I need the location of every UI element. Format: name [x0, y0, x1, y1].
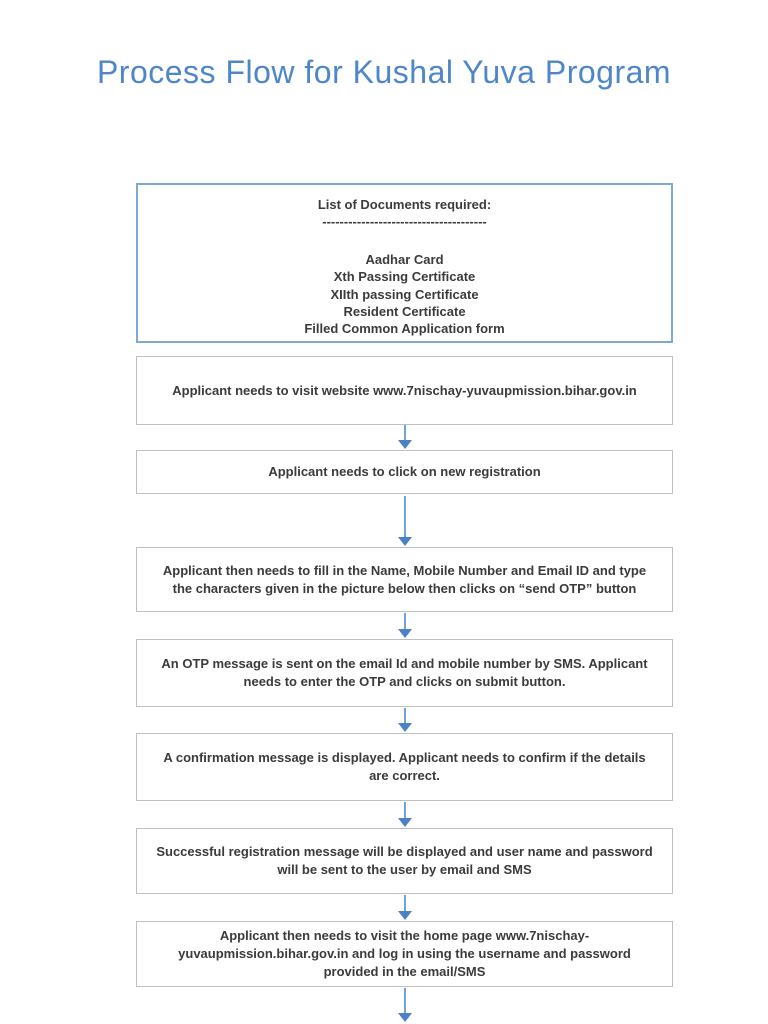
arrow-shaft — [404, 425, 406, 442]
down-arrow-icon — [398, 708, 412, 732]
flow-step-text: Applicant needs to click on new registra… — [268, 464, 541, 480]
flow-step-text: Applicant needs to visit website www.7ni… — [172, 382, 637, 398]
down-arrow-icon — [398, 895, 412, 920]
documents-divider: -------------------------------------- — [322, 213, 487, 229]
flow-step-visit-website: Applicant needs to visit website www.7ni… — [136, 356, 673, 425]
flow-step-text: Successful registration message will be … — [156, 844, 653, 877]
flow-step-text: An OTP message is sent on the email Id a… — [161, 656, 648, 689]
document-item: XIIth passing Certificate — [330, 286, 479, 302]
flow-step-text: Applicant then needs to fill in the Name… — [162, 562, 647, 596]
arrow-head — [398, 818, 412, 827]
down-arrow-icon — [398, 613, 412, 638]
arrow-shaft — [404, 613, 406, 631]
arrow-head — [398, 911, 412, 920]
documents-heading: List of Documents required: — [317, 197, 492, 212]
arrow-shaft — [404, 708, 406, 725]
down-arrow-icon — [398, 425, 412, 449]
arrow-shaft — [404, 802, 406, 820]
arrow-shaft — [404, 496, 406, 539]
flow-step-enter-otp-submit: An OTP message is sent on the email Id a… — [136, 639, 673, 707]
document-item: Aadhar Card — [365, 251, 444, 267]
page-title: Process Flow for Kushal Yuva Program — [96, 54, 672, 90]
arrow-head — [398, 440, 412, 449]
arrow-head — [398, 629, 412, 638]
flow-step-login-home-page: Applicant then needs to visit the home p… — [136, 921, 673, 987]
documents-required-box: List of Documents required: ------------… — [136, 183, 673, 343]
arrow-head — [398, 723, 412, 732]
arrow-shaft — [404, 895, 406, 913]
arrow-shaft — [404, 988, 406, 1015]
document-item: Filled Common Application form — [304, 321, 505, 337]
document-item: Xth Passing Certificate — [333, 269, 476, 285]
document-item: Resident Certificate — [343, 304, 466, 320]
flow-step-fill-details-send-otp: Applicant then needs to fill in the Name… — [136, 547, 673, 612]
arrow-head — [398, 1013, 412, 1022]
flow-step-successful-registration: Successful registration message will be … — [136, 828, 673, 894]
flow-step-new-registration: Applicant needs to click on new registra… — [136, 450, 673, 494]
flow-step-text: Applicant then needs to visit the home p… — [178, 928, 631, 979]
flow-step-confirmation-message: A confirmation message is displayed. App… — [136, 733, 673, 801]
arrow-head — [398, 537, 412, 546]
documents-list: Aadhar Card Xth Passing Certificate XIIt… — [138, 251, 671, 338]
down-arrow-icon — [398, 496, 412, 546]
flow-step-text: A confirmation message is displayed. App… — [163, 750, 646, 783]
down-arrow-icon — [398, 802, 412, 827]
down-arrow-icon — [398, 988, 412, 1022]
